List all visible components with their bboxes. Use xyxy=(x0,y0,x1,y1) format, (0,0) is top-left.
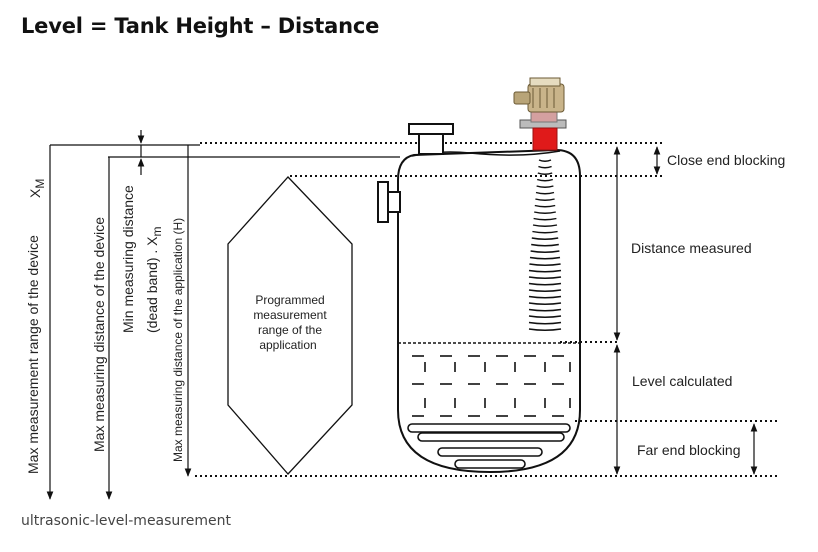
programmed-range-line-1: Programmed xyxy=(255,293,324,307)
sound-wave-arc xyxy=(528,282,562,286)
max-range-device-label: Max measurement range of the device xyxy=(25,235,41,474)
reference-lines xyxy=(46,130,400,500)
sound-wave-arc xyxy=(537,172,553,175)
ultrasonic-sensor xyxy=(513,77,567,151)
sound-wave-arc xyxy=(536,178,554,182)
xm-upper-label: XM xyxy=(27,179,47,198)
image-caption: ultrasonic-level-measurement xyxy=(21,513,231,529)
sound-wave-arc xyxy=(529,263,561,266)
sound-wave-arc xyxy=(535,198,555,201)
level-calculated-label: Level calculated xyxy=(632,373,732,389)
sound-wave-arc xyxy=(531,237,559,240)
sound-wave-arc xyxy=(528,328,562,331)
close-end-blocking-label: Close end blocking xyxy=(667,152,785,168)
programmed-range-line-3: range of the xyxy=(258,323,322,337)
sound-wave-arc xyxy=(528,315,562,318)
liquid-marks xyxy=(412,355,571,417)
right-dimension-arrows xyxy=(613,146,758,475)
sound-wave-arc xyxy=(538,159,552,162)
sound-wave-arc xyxy=(532,230,558,234)
max-distance-device-label: Max measuring distance of the device xyxy=(91,217,107,452)
sound-wave-arc xyxy=(534,211,556,214)
distance-measured-label: Distance measured xyxy=(631,240,752,256)
sound-wave-arc xyxy=(528,295,562,299)
sound-wave-arc xyxy=(528,308,562,312)
sound-wave-arc xyxy=(528,269,562,273)
far-end-blocking-label: Far end blocking xyxy=(637,442,741,458)
top-nozzle xyxy=(408,123,454,155)
sound-wave-arc xyxy=(528,276,562,279)
sound-wave-arc xyxy=(536,185,554,188)
sound-wave-arc xyxy=(528,289,562,292)
sound-wave-arc xyxy=(529,256,561,260)
page-title: Level = Tank Height – Distance xyxy=(21,14,380,38)
sound-wave-arc xyxy=(531,243,559,247)
programmed-range-line-2: measurement xyxy=(253,308,327,322)
sound-wave-arc xyxy=(534,204,556,208)
min-distance-label: Min measuring distance xyxy=(120,185,136,333)
sound-wave-arc xyxy=(530,250,560,253)
programmed-range-shape xyxy=(227,176,353,475)
sound-wave-arc xyxy=(535,191,555,195)
sound-wave-arc xyxy=(533,217,557,221)
dead-band-label: (dead band) . Xm xyxy=(144,226,164,333)
bottom-coils xyxy=(407,423,571,469)
side-nozzle xyxy=(377,181,401,223)
sound-wave-arc xyxy=(532,224,558,227)
programmed-range-line-4: application xyxy=(259,338,316,352)
max-distance-application-label: Max measuring distance of the applicatio… xyxy=(171,218,185,462)
sound-waves xyxy=(528,159,562,331)
sound-wave-arc xyxy=(538,165,552,169)
sound-wave-arc xyxy=(528,302,562,305)
sound-wave-arc xyxy=(528,321,562,325)
